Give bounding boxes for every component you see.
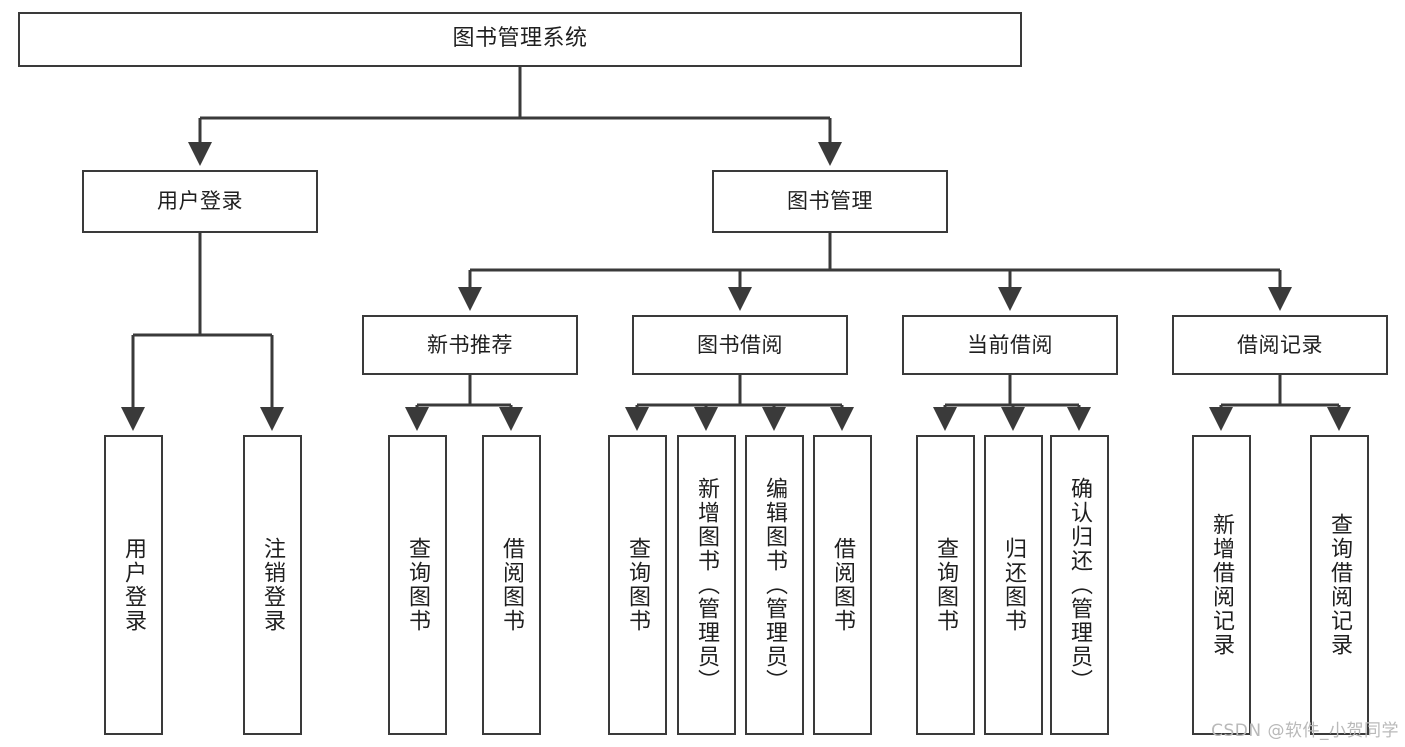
- node-new-book-recommend[interactable]: 新书推荐: [362, 315, 578, 375]
- node-current-borrow[interactable]: 当前借阅: [902, 315, 1118, 375]
- node-label: 查询图书: [405, 537, 431, 633]
- node-borrow-record[interactable]: 借阅记录: [1172, 315, 1388, 375]
- node-label: 注销登录: [260, 537, 286, 633]
- leaf-current-confirm-admin[interactable]: 确认归还（管理员）: [1050, 435, 1109, 735]
- leaf-new-book-borrow[interactable]: 借阅图书: [482, 435, 541, 735]
- node-label: 确认归还（管理员）: [1067, 477, 1093, 693]
- leaf-record-add[interactable]: 新增借阅记录: [1192, 435, 1251, 735]
- node-label: 用户登录: [157, 189, 243, 214]
- leaf-book-query[interactable]: 查询图书: [608, 435, 667, 735]
- node-root-system[interactable]: 图书管理系统: [18, 12, 1022, 67]
- leaf-current-return[interactable]: 归还图书: [984, 435, 1043, 735]
- node-label: 用户登录: [121, 537, 147, 633]
- node-label: 借阅记录: [1237, 332, 1323, 357]
- node-label: 借阅图书: [830, 537, 856, 633]
- node-label: 查询图书: [625, 537, 651, 633]
- leaf-book-borrow-action[interactable]: 借阅图书: [813, 435, 872, 735]
- node-label: 图书管理系统: [452, 26, 588, 52]
- node-label: 新增图书（管理员）: [694, 477, 720, 693]
- leaf-record-query[interactable]: 查询借阅记录: [1310, 435, 1369, 735]
- node-label: 借阅图书: [499, 537, 525, 633]
- leaf-user-logout[interactable]: 注销登录: [243, 435, 302, 735]
- node-label: 查询图书: [933, 537, 959, 633]
- leaf-book-add-admin[interactable]: 新增图书（管理员）: [677, 435, 736, 735]
- node-label: 查询借阅记录: [1327, 513, 1353, 657]
- node-book-manage[interactable]: 图书管理: [712, 170, 948, 233]
- node-user-login[interactable]: 用户登录: [82, 170, 318, 233]
- node-label: 归还图书: [1001, 537, 1027, 633]
- leaf-new-book-query[interactable]: 查询图书: [388, 435, 447, 735]
- node-label: 新书推荐: [427, 332, 513, 357]
- watermark-text: CSDN @软件_小贺同学: [1211, 721, 1399, 741]
- node-label: 图书管理: [787, 189, 873, 214]
- leaf-book-edit-admin[interactable]: 编辑图书（管理员）: [745, 435, 804, 735]
- leaf-user-login[interactable]: 用户登录: [104, 435, 163, 735]
- node-book-borrow[interactable]: 图书借阅: [632, 315, 848, 375]
- node-label: 当前借阅: [967, 332, 1053, 357]
- node-label: 图书借阅: [697, 332, 783, 357]
- node-label: 新增借阅记录: [1209, 513, 1235, 657]
- leaf-current-query[interactable]: 查询图书: [916, 435, 975, 735]
- node-label: 编辑图书（管理员）: [762, 477, 788, 693]
